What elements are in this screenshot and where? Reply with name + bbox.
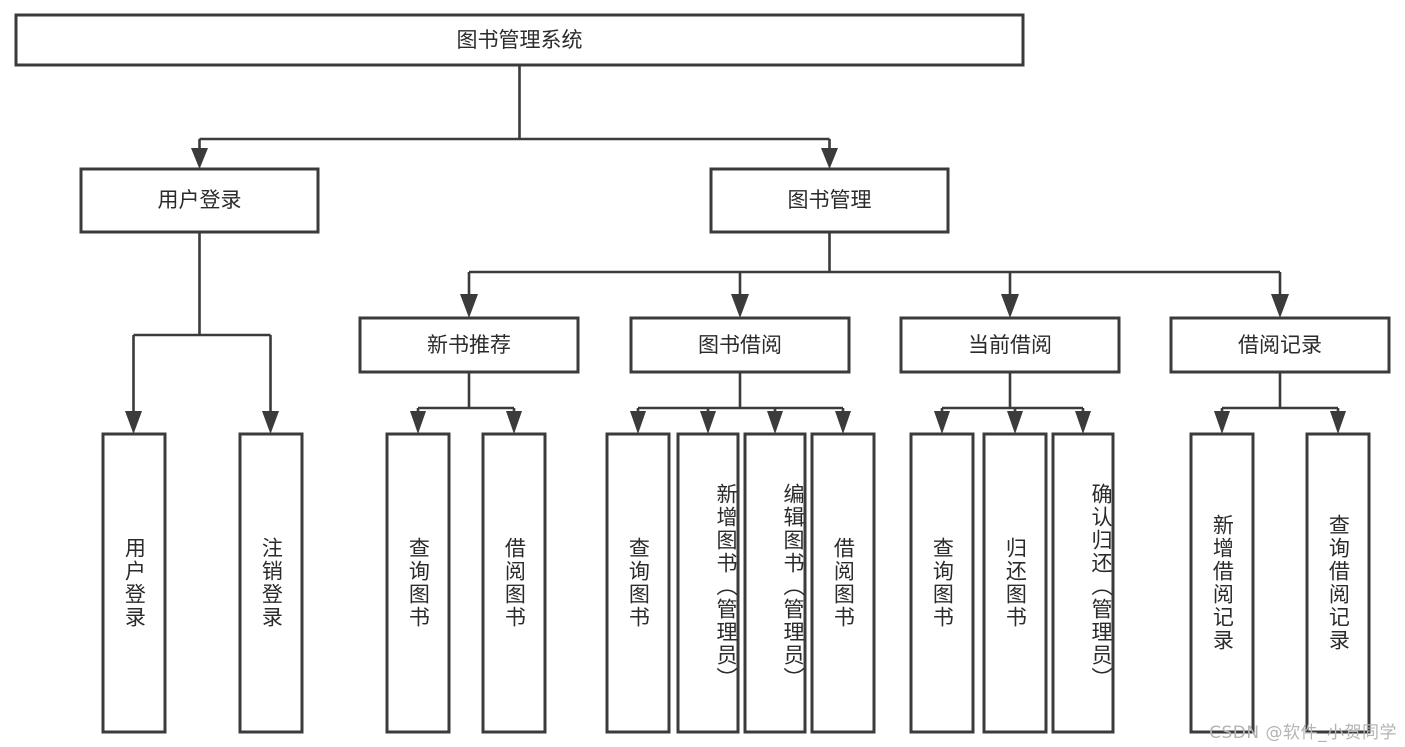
node-borrow-record-box[interactable] <box>1169 316 1391 374</box>
arrow-head-leaf-user-login <box>125 411 142 434</box>
node-leaf-borrow-book-1-box[interactable] <box>481 432 547 734</box>
arrow-head-leaf-edit-book <box>767 411 783 434</box>
arrow-head-borrow-record <box>1271 294 1289 318</box>
arrow-head-leaf-borrow-book-2 <box>835 411 851 434</box>
arrow-head-leaf-query-record <box>1330 411 1346 434</box>
node-book-manage[interactable]: 图书管理 <box>709 167 950 234</box>
node-book-manage-box[interactable] <box>709 167 950 234</box>
node-user-login-box[interactable] <box>79 167 320 234</box>
arrow-head-book-borrow <box>731 294 749 318</box>
node-new-book-recommend-label: 新书推荐 <box>427 333 511 357</box>
leaf-layer <box>101 432 1371 734</box>
node-leaf-query-record-box[interactable] <box>1305 432 1371 734</box>
arrow-head-book-manage <box>821 148 838 169</box>
arrow-head-leaf-add-book <box>700 411 716 434</box>
node-leaf-query-book-2-box[interactable] <box>605 432 671 734</box>
node-leaf-return-book-box[interactable] <box>982 432 1048 734</box>
node-leaf-query-book-3-box[interactable] <box>909 432 975 734</box>
node-root-label: 图书管理系统 <box>457 28 583 52</box>
arrow-head-leaf-user-logout <box>262 411 279 434</box>
node-borrow-record-label: 借阅记录 <box>1238 333 1322 357</box>
node-leaf-add-record-box[interactable] <box>1189 432 1255 734</box>
arrow-head-leaf-query-book-3 <box>934 411 950 434</box>
node-leaf-user-login-box[interactable] <box>101 432 167 734</box>
node-root-box[interactable] <box>14 13 1025 67</box>
node-new-book-recommend[interactable]: 新书推荐 <box>358 316 580 374</box>
node-book-manage-label: 图书管理 <box>788 188 872 212</box>
node-book-borrow-box[interactable] <box>629 316 851 374</box>
node-leaf-borrow-book-2-box[interactable] <box>810 432 876 734</box>
node-leaf-user-logout-box[interactable] <box>238 432 304 734</box>
node-book-borrow-label: 图书借阅 <box>698 333 782 357</box>
node-leaf-edit-book-box[interactable] <box>743 432 807 734</box>
arrow-head-leaf-return-book <box>1007 411 1023 434</box>
arrow-head-current-borrow <box>1001 294 1019 318</box>
node-leaf-add-book-box[interactable] <box>676 432 740 734</box>
node-leaf-confirm-return-box[interactable] <box>1051 432 1115 734</box>
node-borrow-record[interactable]: 借阅记录 <box>1169 316 1391 374</box>
connector-layer <box>125 65 1346 434</box>
arrow-head-leaf-query-book-1 <box>410 411 426 434</box>
node-book-borrow[interactable]: 图书借阅 <box>629 316 851 374</box>
arrow-head-leaf-query-book-2 <box>630 411 646 434</box>
arrow-head-leaf-borrow-book-1 <box>506 411 522 434</box>
arrow-head-new-book-recommend <box>460 294 478 318</box>
node-leaf-query-book-1-box[interactable] <box>385 432 451 734</box>
node-root[interactable]: 图书管理系统 <box>14 13 1025 67</box>
arrow-head-leaf-confirm-return <box>1075 411 1091 434</box>
node-user-login[interactable]: 用户登录 <box>79 167 320 234</box>
node-current-borrow-label: 当前借阅 <box>968 333 1052 357</box>
arrow-head-user-login <box>191 148 208 169</box>
node-current-borrow[interactable]: 当前借阅 <box>899 316 1121 374</box>
node-user-login-label: 用户登录 <box>158 188 242 212</box>
csdn-watermark: CSDN @软件_小贺同学 <box>1209 723 1397 743</box>
node-new-book-recommend-box[interactable] <box>358 316 580 374</box>
node-current-borrow-box[interactable] <box>899 316 1121 374</box>
arrow-head-leaf-add-record <box>1214 411 1230 434</box>
